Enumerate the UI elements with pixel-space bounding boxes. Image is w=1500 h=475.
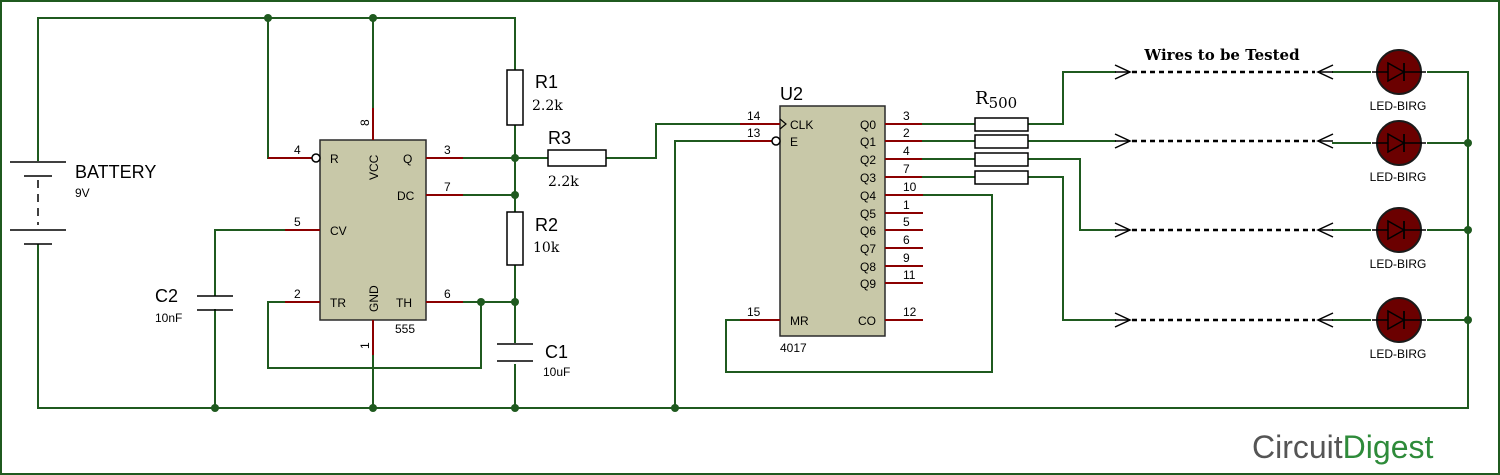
resistor-r3 — [547, 149, 607, 167]
battery-label: BATTERY — [75, 162, 156, 182]
led-label: LED-BIRG — [1370, 347, 1427, 361]
pin-number: 12 — [903, 305, 917, 319]
pin-number: 11 — [903, 268, 916, 282]
pin-label-co: CO — [858, 314, 876, 328]
pin-label-clk: CLK — [790, 118, 813, 132]
resistor-r2 — [506, 211, 524, 266]
pin-number-1: 1 — [358, 342, 372, 349]
r3-value: 2.2k — [548, 174, 579, 190]
c1-value: 10uF — [543, 365, 570, 379]
pin-number-7: 7 — [444, 180, 451, 194]
r500-label: R500 — [975, 88, 1017, 112]
led-indicator: LED-BIRG — [1370, 120, 1427, 184]
tested-wires — [1114, 64, 1334, 328]
pin-label-dc: DC — [397, 189, 415, 203]
led-indicator: LED-BIRG — [1370, 297, 1427, 361]
timer-part-label: 555 — [395, 322, 415, 336]
junction-dots — [211, 14, 1472, 412]
pin-label-q8: Q8 — [860, 260, 876, 274]
r2-value: 10k — [533, 240, 560, 256]
pin-label-e: E — [790, 135, 798, 149]
led-indicator: LED-BIRG — [1370, 207, 1427, 271]
c2-label: C2 — [155, 286, 178, 306]
pin-number-14: 14 — [747, 109, 761, 123]
pin-number-2: 2 — [294, 287, 301, 301]
c1-label: C1 — [545, 342, 568, 362]
pin-number-3: 3 — [444, 143, 451, 157]
pin-number-15: 15 — [747, 305, 761, 319]
pin-number: 9 — [903, 251, 910, 265]
capacitor-c2 — [197, 295, 233, 311]
pin-number: 6 — [903, 233, 910, 247]
pin-number-8: 8 — [358, 119, 372, 126]
pin-label-q2: Q2 — [860, 153, 876, 167]
circuitdigest-logo: CircuitDigest — [1252, 429, 1433, 465]
pin-number: 3 — [903, 109, 910, 123]
r3-label: R3 — [548, 128, 571, 148]
wires-tested-section — [922, 71, 1469, 321]
pin-label-r: R — [330, 152, 339, 166]
pin-number: 4 — [903, 144, 910, 158]
r1-label: R1 — [535, 72, 558, 92]
led-label: LED-BIRG — [1370, 99, 1427, 113]
pin-label-th: TH — [396, 296, 412, 310]
pin-label-q0: Q0 — [860, 118, 876, 132]
pin-number: 5 — [903, 215, 910, 229]
wires-title: Wires to be Tested — [1143, 46, 1300, 64]
pin-number-5: 5 — [294, 215, 301, 229]
pin-label-q7: Q7 — [860, 242, 876, 256]
pin-number: 2 — [903, 126, 910, 140]
led-label: LED-BIRG — [1370, 170, 1427, 184]
r2-label: R2 — [535, 215, 558, 235]
pin-label-q6: Q6 — [860, 224, 876, 238]
capacitor-c1 — [497, 343, 533, 362]
pin-label-tr: TR — [330, 296, 346, 310]
pin-label-gnd: GND — [367, 285, 381, 312]
battery-symbol — [10, 161, 66, 245]
resistor-r1 — [506, 69, 524, 126]
pin-label-q9: Q9 — [860, 277, 876, 291]
led-label: LED-BIRG — [1370, 257, 1427, 271]
counter-part-label: 4017 — [780, 341, 807, 355]
r1-value: 2.2k — [532, 98, 563, 114]
resistor-bank-r500 — [974, 117, 1029, 185]
pin-label-q1: Q1 — [860, 135, 876, 149]
timer-555 — [268, 108, 463, 355]
c2-value: 10nF — [155, 311, 182, 325]
battery-value: 9V — [75, 186, 90, 200]
logo-text: CircuitDigest — [1252, 429, 1433, 465]
pin-number-4: 4 — [294, 143, 301, 157]
pin-number: 7 — [903, 162, 910, 176]
pin-label-mr: MR — [790, 314, 809, 328]
pin-number: 10 — [903, 180, 917, 194]
pin-label-q4: Q4 — [860, 189, 876, 203]
pin-label-vcc: VCC — [367, 154, 381, 180]
pin-label-q: Q — [403, 152, 412, 166]
pin-label-q5: Q5 — [860, 207, 876, 221]
counter-4017 — [740, 105, 886, 337]
led-group: LED-BIRG LED-BIRG LED-BIRG LED-BIRG — [1370, 49, 1427, 361]
pin-number-6: 6 — [444, 287, 451, 301]
wires-power — [37, 17, 1469, 409]
counter-ref: U2 — [780, 84, 803, 104]
pin-label-cv: CV — [330, 224, 347, 238]
pin-label-q3: Q3 — [860, 171, 876, 185]
pin-number: 1 — [903, 198, 910, 212]
pin-number-13: 13 — [747, 126, 761, 140]
led-indicator: LED-BIRG — [1370, 49, 1427, 113]
